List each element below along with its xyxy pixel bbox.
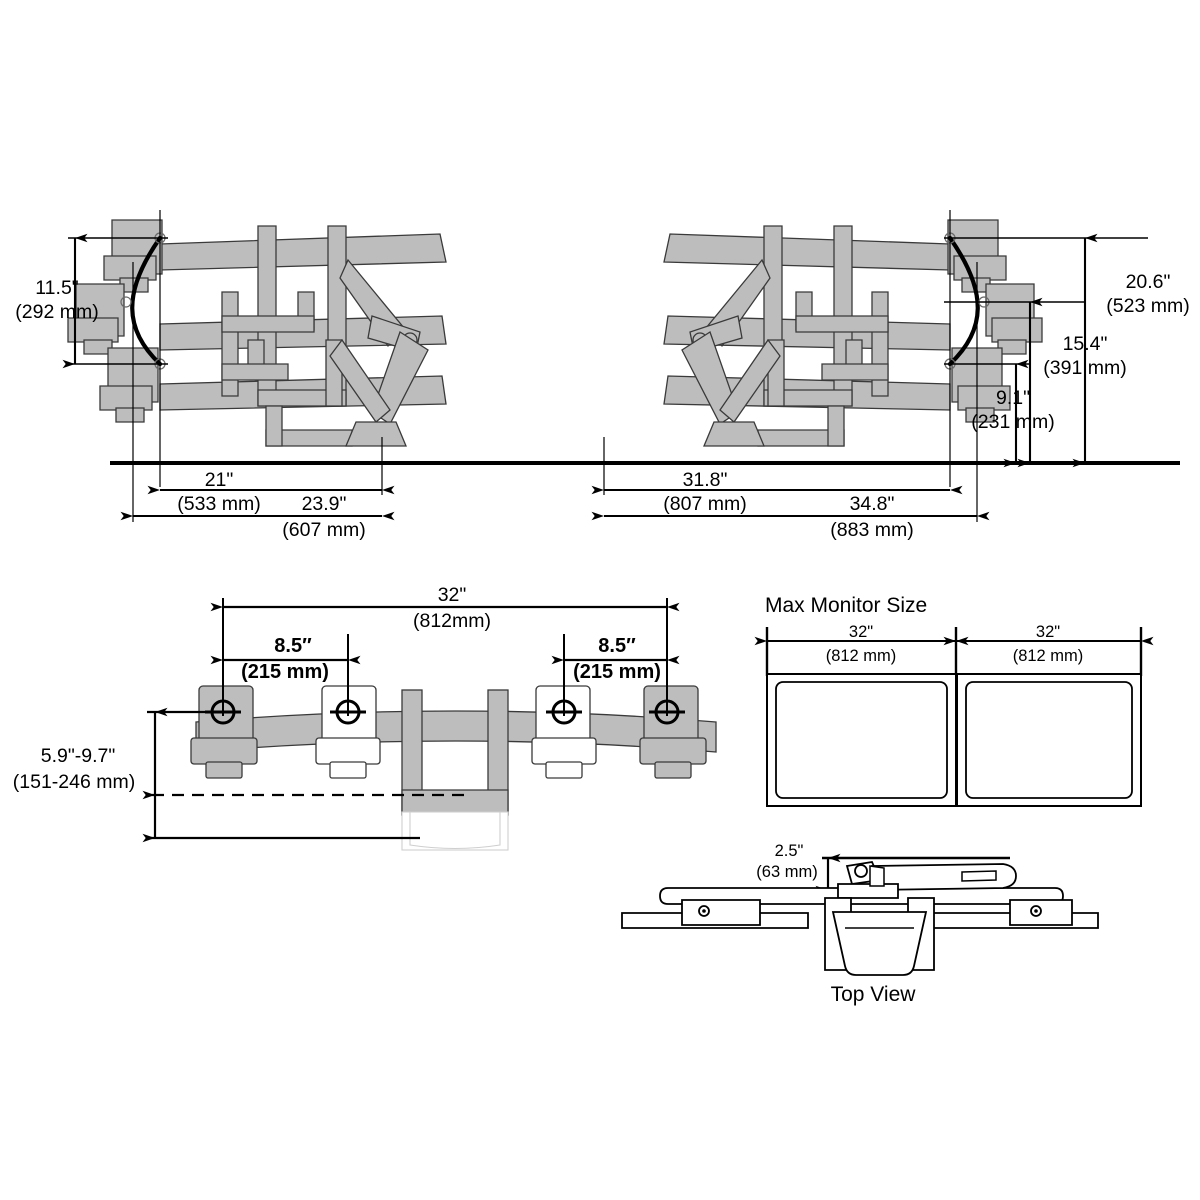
monitor-screen-left — [775, 681, 948, 799]
top-view-mount-left — [681, 899, 761, 926]
dim-label-monitor-left-inch: 32" — [849, 623, 873, 641]
dim-label-top-2-5-inch: 2.5" — [775, 842, 804, 860]
front-mount-right-outer — [639, 685, 707, 779]
dim-label-21-mm: (533 mm) — [177, 493, 260, 515]
max-monitor-size-group: Max Monitor Size 32" (812 mm) 32" (812 m… — [754, 594, 1154, 807]
dim-label-31-8-inch: 31.8" — [683, 469, 728, 491]
side-view-right-group: 20.6" (523 mm) 15.4" (391 mm) 9.1" (231 … — [591, 210, 1190, 541]
dim-label-34-8-mm: (883 mm) — [830, 519, 913, 541]
dim-label-11-5-mm: (292 mm) — [15, 301, 98, 323]
dim-label-20-6-mm: (523 mm) — [1106, 295, 1189, 317]
dim-label-8-5-left-mm: (215 mm) — [241, 661, 329, 683]
dim-label-height-adjust-mm: (151-246 mm) — [13, 771, 135, 793]
dim-label-20-6-inch: 20.6" — [1126, 271, 1171, 293]
dim-label-34-8-inch: 34.8" — [850, 493, 895, 515]
dim-label-monitor-right-mm: (812 mm) — [1013, 647, 1084, 665]
dim-label-front-32-mm: (812mm) — [413, 610, 491, 632]
dim-label-monitor-left-mm: (812 mm) — [826, 647, 897, 665]
dim-label-21-inch: 21" — [205, 469, 234, 491]
dim-label-8-5-right-mm: (215 mm) — [573, 661, 661, 683]
front-mount-left-inner — [315, 685, 381, 779]
dim-label-11-5-inch: 11.5" — [35, 277, 79, 299]
desk-clamp-bracket — [401, 689, 509, 851]
front-view-beam — [195, 710, 717, 753]
dim-label-31-8-mm: (807 mm) — [663, 493, 746, 515]
front-mount-right-inner — [531, 685, 597, 779]
dim-label-front-32-inch: 32" — [438, 584, 467, 606]
top-view-caption: Top View — [831, 983, 917, 1006]
dim-label-8-5-right-inch: 8.5″ — [598, 635, 636, 657]
front-view-group: 32" (812mm) 8.5″ (215 mm) 8.5″ (215 mm) … — [13, 584, 717, 851]
side-view-left-group: 11.5" (292 mm) 21" (533 mm) 23.9" (607 m… — [15, 210, 1180, 541]
dim-label-9-1-inch: 9.1" — [996, 387, 1030, 409]
dim-label-15-4-inch: 15.4" — [1063, 333, 1108, 355]
monitor-screen-right — [965, 681, 1133, 799]
max-monitor-size-heading: Max Monitor Size — [765, 594, 927, 617]
dim-label-height-adjust-inch: 5.9"-9.7" — [41, 745, 116, 767]
dim-label-monitor-right-inch: 32" — [1036, 623, 1060, 641]
dim-label-9-1-mm: (231 mm) — [971, 411, 1054, 433]
dim-label-15-4-mm: (391 mm) — [1043, 357, 1126, 379]
dim-label-8-5-left-inch: 8.5″ — [274, 635, 312, 657]
dim-label-top-2-5-mm: (63 mm) — [756, 863, 817, 881]
dim-label-23-9-mm: (607 mm) — [282, 519, 365, 541]
dim-label-23-9-inch: 23.9" — [302, 493, 347, 515]
top-view-pivot-assembly — [837, 861, 1017, 899]
top-view-clamp-body — [831, 911, 928, 976]
top-view-group: 2.5" (63 mm) Top View — [621, 842, 1099, 1006]
